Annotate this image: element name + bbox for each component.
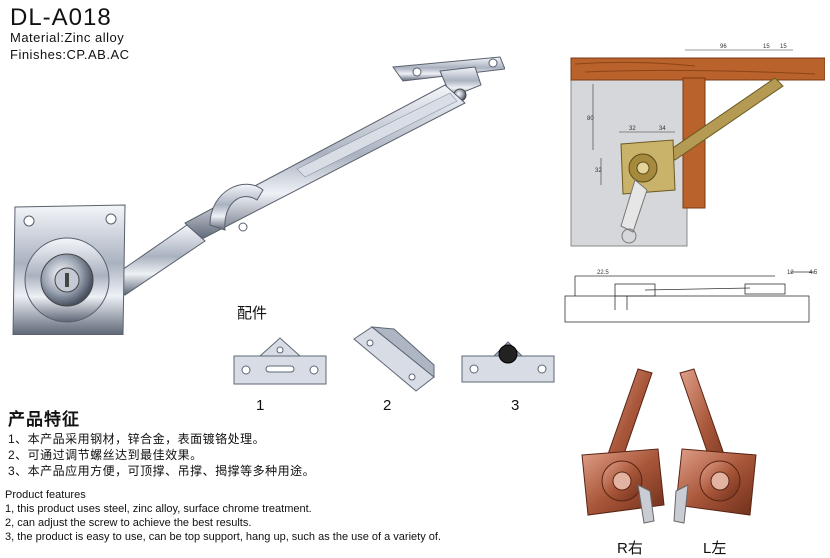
- side-view-diagram: 22.5 12 4.5: [564, 270, 818, 323]
- brass-arm: [666, 77, 784, 161]
- base-plate: [12, 204, 126, 335]
- feature-cn-item: 3、本产品应用方便，可顶撑、吊撑、揭撑等多种用途。: [8, 464, 316, 478]
- accessories-title: 配件: [237, 305, 268, 322]
- accessory-flat-bracket-image: [233, 337, 327, 385]
- main-product-image: [12, 56, 505, 335]
- dim-label: 4.5: [809, 270, 818, 276]
- right-variant-label: R右: [617, 540, 643, 557]
- right-hand-stay: [581, 368, 665, 524]
- accessory-angle-bracket-image: [353, 326, 435, 392]
- accessory-number: 1: [256, 397, 265, 414]
- dim-label: 12: [787, 270, 794, 276]
- dim-label: 34: [659, 126, 666, 132]
- main-arm: [184, 84, 466, 241]
- dimension-lines: [592, 49, 793, 185]
- dim-label: 80: [587, 116, 594, 122]
- feature-en-item: 3, the product is easy to use, can be to…: [5, 531, 441, 543]
- left-hand-stay: [673, 368, 757, 524]
- dim-label: 22.5: [597, 270, 609, 276]
- features-cn-title: 产品特征: [8, 410, 80, 429]
- feature-cn-item: 2、可通过调节螺丝达到最佳效果。: [8, 448, 203, 462]
- left-variant-label: L左: [703, 540, 727, 557]
- accessory-bracket-with-knob-image: [461, 341, 555, 383]
- material-spec: Material:Zinc alloy: [10, 30, 125, 45]
- lr-variants-image: [581, 368, 757, 524]
- dim-label: 15: [763, 44, 770, 50]
- curved-guard: [209, 183, 264, 231]
- lid-wood-board: [570, 57, 825, 81]
- dim-label: 32: [629, 126, 636, 132]
- product-model: DL-A018: [10, 4, 112, 31]
- installation-diagram: 96 15 15 80 32 34 32: [570, 44, 825, 247]
- finishes-spec: Finishes:CP.AB.AC: [10, 47, 130, 62]
- feature-en-item: 2, can adjust the screw to achieve the b…: [5, 517, 252, 529]
- lower-arm: [102, 224, 206, 296]
- dim-label: 15: [780, 44, 787, 50]
- feature-cn-item: 1、本产品采用钢材，锌合金，表面镀铬处理。: [8, 432, 266, 446]
- features-en-title: Product features: [5, 489, 86, 501]
- accessory-number: 2: [383, 397, 392, 414]
- accessory-number: 3: [511, 397, 520, 414]
- top-bracket-plate: [392, 56, 505, 102]
- dim-label: 96: [720, 44, 727, 50]
- dim-label: 32: [595, 168, 602, 174]
- feature-en-item: 1, this product uses steel, zinc alloy, …: [5, 503, 312, 515]
